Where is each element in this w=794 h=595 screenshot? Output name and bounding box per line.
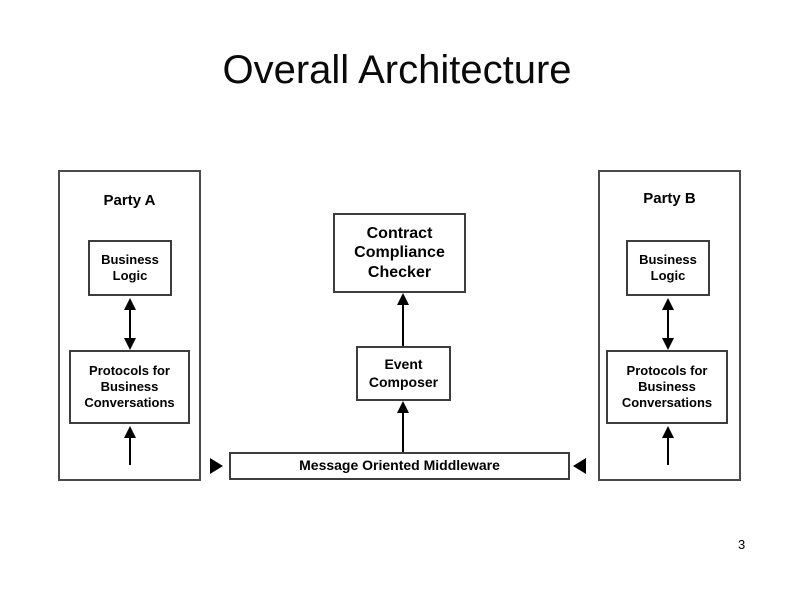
page-number: 3 xyxy=(738,537,746,552)
party-a-arrow-head-down-icon xyxy=(124,338,136,350)
party-b-inbound-arrow-shaft xyxy=(667,437,669,465)
party-b-protocols-line1: Protocols for xyxy=(626,363,708,379)
contract-compliance-checker-line3: Checker xyxy=(367,263,432,281)
party-a-business-logic-line2: Logic xyxy=(112,268,148,283)
middleware-to-event-composer-arrow-head-icon xyxy=(397,401,409,413)
contract-compliance-checker-line1: Contract xyxy=(366,224,433,242)
party-b-label: Party B xyxy=(643,190,696,207)
party-a-protocols-line3: Conversations xyxy=(84,394,175,410)
party-a-protocols-line2: Business xyxy=(100,379,159,395)
party-a-inbound-arrow-head-icon xyxy=(124,426,136,438)
message-oriented-middleware-bar: Message Oriented Middleware xyxy=(229,452,570,480)
party-a-arrow-head-up-icon xyxy=(124,298,136,310)
event-composer-box: Event Composer xyxy=(356,346,451,401)
party-b-protocols-box: Protocols for Business Conversations xyxy=(606,350,728,424)
party-a-protocols-box: Protocols for Business Conversations xyxy=(69,350,190,424)
party-b-business-logic-box: Business Logic xyxy=(626,240,710,296)
triangle-left-icon xyxy=(573,458,586,474)
event-composer-to-checker-arrow-shaft xyxy=(402,305,404,349)
contract-compliance-checker-line2: Compliance xyxy=(354,244,445,262)
party-a-business-logic-line1: Business xyxy=(101,252,159,268)
party-b-business-logic-line2: Logic xyxy=(650,268,686,283)
party-b-business-logic-line1: Business xyxy=(639,252,697,268)
party-b-arrow-head-down-icon xyxy=(662,338,674,350)
party-b-protocols-line2: Business xyxy=(638,379,696,395)
triangle-right-icon xyxy=(210,458,223,474)
party-b-bidirectional-arrow-shaft xyxy=(667,306,669,342)
party-b-inbound-arrow-head-icon xyxy=(662,426,674,438)
page-title: Overall Architecture xyxy=(222,48,572,92)
party-a-bidirectional-arrow-shaft xyxy=(129,306,131,342)
event-composer-to-checker-arrow-head-icon xyxy=(397,293,409,305)
party-a-business-logic-box: Business Logic xyxy=(88,240,172,296)
contract-compliance-checker-box: Contract Compliance Checker xyxy=(333,213,466,293)
event-composer-line2: Composer xyxy=(368,373,439,390)
party-b-arrow-head-up-icon xyxy=(662,298,674,310)
message-oriented-middleware-label: Message Oriented Middleware xyxy=(299,457,500,474)
middleware-to-event-composer-arrow-shaft xyxy=(402,412,404,456)
party-a-inbound-arrow-shaft xyxy=(129,437,131,465)
party-b-protocols-line3: Conversations xyxy=(621,394,713,410)
party-a-label: Party A xyxy=(103,192,156,209)
party-a-protocols-line1: Protocols for xyxy=(89,363,170,379)
event-composer-line1: Event xyxy=(384,356,423,373)
